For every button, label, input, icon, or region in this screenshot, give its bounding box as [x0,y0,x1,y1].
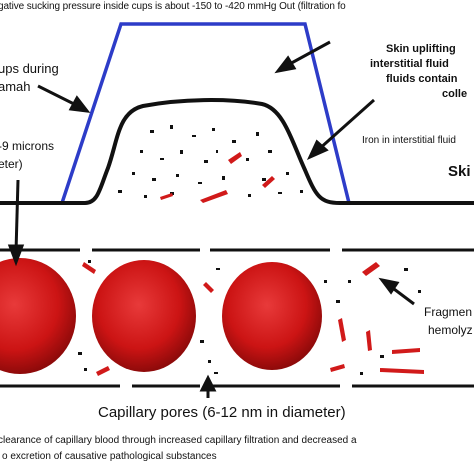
bottom-caption-line1: clearance of capillary blood through inc… [0,435,357,446]
iron-caption: Iron in interstitial fluid [362,135,456,146]
fragments-label-line2: hemolyz [428,323,473,337]
red-blood-cells [0,258,322,374]
interstitial-particles [118,125,303,198]
skin-uplift-line1: Skin uplifting [386,43,456,55]
hemolyzed-fragments [82,262,424,376]
arrow-to-pore [199,374,217,398]
dome-blood-fragments [160,152,275,203]
fragments-label-line1: Fragmen [424,305,473,319]
arrow-to-fragments [378,277,415,306]
arrows [7,40,415,398]
skin-uplift-line4: colle [442,88,468,100]
red-blood-cell [222,262,322,370]
cup-outline [60,22,351,204]
arrow-cups-during [37,84,91,113]
skin-uplift-line3: fluids contain [386,73,458,85]
capillary-pores-label: Capillary pores (6-12 nm in diameter) [98,404,346,421]
cups-label-line1: ups during [0,61,59,76]
microns-label-line2: eter) [0,157,23,171]
arrow-to-skin-uplift [306,98,375,160]
skin-surface [0,98,474,205]
cups-label-line2: amah [0,79,31,94]
microns-label-line1: -9 microns [0,139,55,153]
arrow-to-cup [274,40,331,74]
capillary-particles [78,260,421,375]
red-blood-cell [92,260,196,372]
red-blood-cell [0,258,76,374]
bottom-caption-line2: o excretion of causative pathological su… [2,451,217,462]
pressure-caption: gative sucking pressure inside cups is a… [0,1,346,12]
skin-label: Ski [448,163,471,180]
skin-uplift-line2: interstitial fluid [370,58,449,70]
arrow-to-rbc [7,179,25,267]
